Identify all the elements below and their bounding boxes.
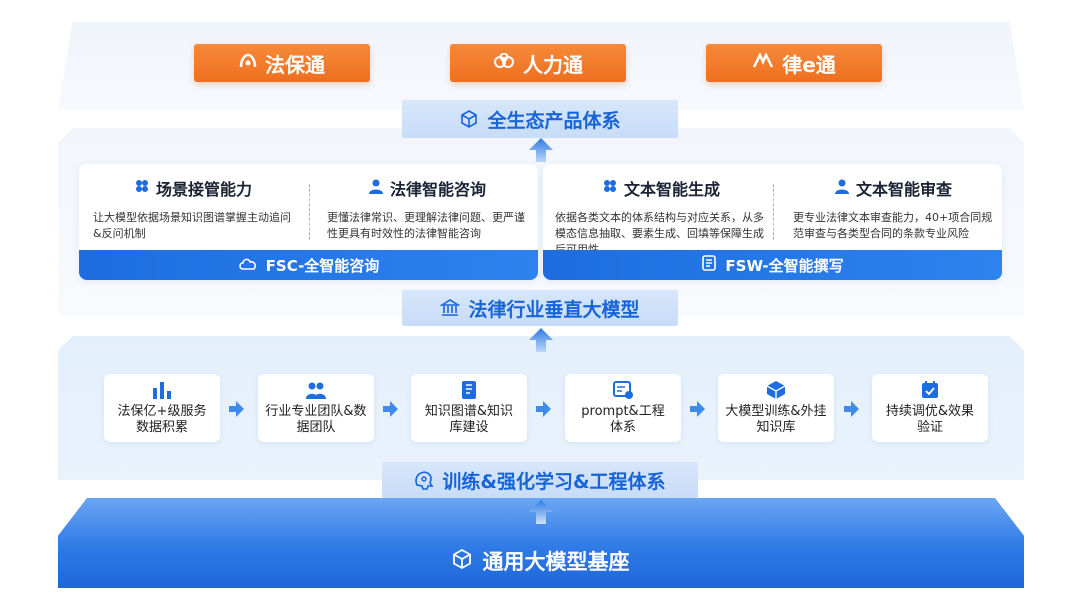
divider	[773, 184, 774, 240]
model-cube-icon	[766, 381, 786, 399]
ecosystem-label: 全生态产品体系	[402, 100, 678, 138]
arrow-up-icon	[529, 138, 553, 162]
arrow-right-icon	[536, 401, 551, 417]
institution-icon	[440, 298, 461, 318]
product-label: 法保通	[265, 52, 325, 77]
cluster-icon	[602, 178, 618, 198]
product-label: 人力通	[523, 52, 583, 77]
bar-chart-icon	[153, 382, 171, 399]
step-prompt-engineering: prompt&工程体系	[565, 374, 681, 442]
capability-text-review: 文本智能审查 更专业法律文本审查能力，40+项合同规范审查与各类型合同的条款专业…	[793, 178, 993, 240]
arrow-up-icon	[529, 500, 553, 524]
cube-icon	[459, 109, 479, 129]
arrow-right-icon	[383, 401, 398, 417]
user-icon	[834, 178, 850, 198]
arrow-right-icon	[229, 401, 244, 417]
product-renlitong[interactable]: 人力通	[450, 44, 626, 82]
step-optimization: 持续调优&效果验证	[872, 374, 988, 442]
training-label: 训练&强化学习&工程体系	[382, 462, 698, 498]
arrow-up-icon	[529, 328, 553, 352]
arrow-right-icon	[690, 401, 705, 417]
product-label: 律e通	[782, 52, 836, 77]
document-icon	[701, 255, 717, 275]
fsc-card: 场景接管能力 让大模型依据场景知识图谱掌握主动追问&反问机制 法律智能咨询 更懂…	[79, 164, 538, 280]
capability-scene: 场景接管能力 让大模型依据场景知识图谱掌握主动追问&反问机制	[93, 178, 291, 240]
fsw-footer: FSW-全智能撰写	[543, 250, 1002, 280]
lue-logo-icon	[752, 52, 774, 73]
fsw-card: 文本智能生成 依据各类文本的体系结构与对应关系，从多模态信息抽取、要素生成、回填…	[543, 164, 1002, 280]
capability-text-generate: 文本智能生成 依据各类文本的体系结构与对应关系，从多模态信息抽取、要素生成、回填…	[555, 178, 764, 256]
product-luetong[interactable]: 律e通	[706, 44, 882, 82]
arrow-right-icon	[844, 401, 859, 417]
step-knowledge-graph: 知识图谱&知识库建设	[411, 374, 527, 442]
step-model-training: 大模型训练&外挂知识库	[718, 374, 834, 442]
cloud-icon	[238, 256, 258, 274]
user-icon	[368, 178, 384, 198]
calendar-check-icon	[922, 381, 938, 398]
brain-icon	[414, 470, 434, 490]
cube-icon	[451, 548, 473, 575]
fabao-logo-icon	[239, 53, 257, 73]
team-icon	[306, 382, 326, 399]
capability-legal-consult: 法律智能咨询 更懂法律常识、更理解法律问题、更严谨性更具有时效性的法律智能咨询	[327, 178, 525, 240]
step-data-accumulation: 法保亿+级服务数据积累	[104, 374, 220, 442]
legal-model-label: 法律行业垂直大模型	[402, 290, 678, 326]
fsc-footer: FSC-全智能咨询	[79, 250, 538, 280]
settings-doc-icon	[613, 381, 633, 399]
base-model-label: 通用大模型基座	[0, 546, 1080, 576]
renli-logo-icon	[493, 52, 515, 73]
divider	[309, 184, 310, 240]
cluster-icon	[134, 178, 150, 198]
step-expert-team: 行业专业团队&数据团队	[258, 374, 374, 442]
product-fabaotong[interactable]: 法保通	[194, 44, 370, 82]
book-icon	[462, 381, 476, 399]
